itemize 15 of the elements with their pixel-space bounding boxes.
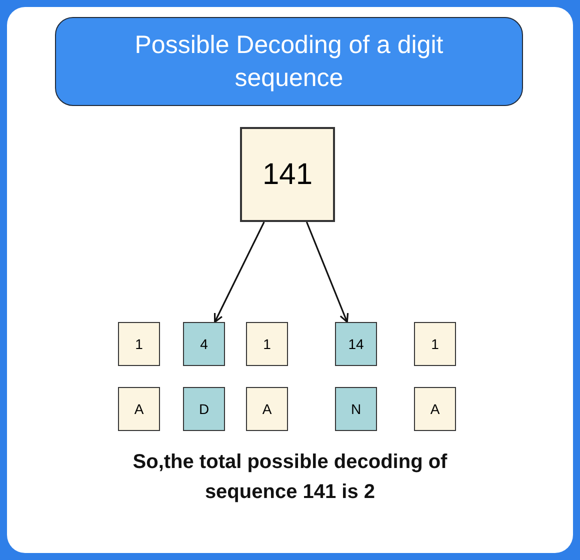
- digit-box: 141: [240, 127, 335, 222]
- digit-box: A: [246, 387, 288, 431]
- title-banner: Possible Decoding of a digit sequence: [55, 17, 523, 106]
- caption: So,the total possible decoding of sequence 141 is 2: [132, 450, 448, 505]
- arrow: [306, 222, 349, 323]
- arrow: [214, 222, 265, 323]
- digit-box: 1: [414, 322, 456, 366]
- digit-box: 4: [183, 322, 225, 366]
- digit-box: D: [183, 387, 225, 431]
- digit-box: 1: [246, 322, 288, 366]
- digit-box: A: [414, 387, 456, 431]
- digit-box: 1: [118, 322, 160, 366]
- digit-box: 14: [335, 322, 377, 366]
- digit-box: A: [118, 387, 160, 431]
- digit-box: N: [335, 387, 377, 431]
